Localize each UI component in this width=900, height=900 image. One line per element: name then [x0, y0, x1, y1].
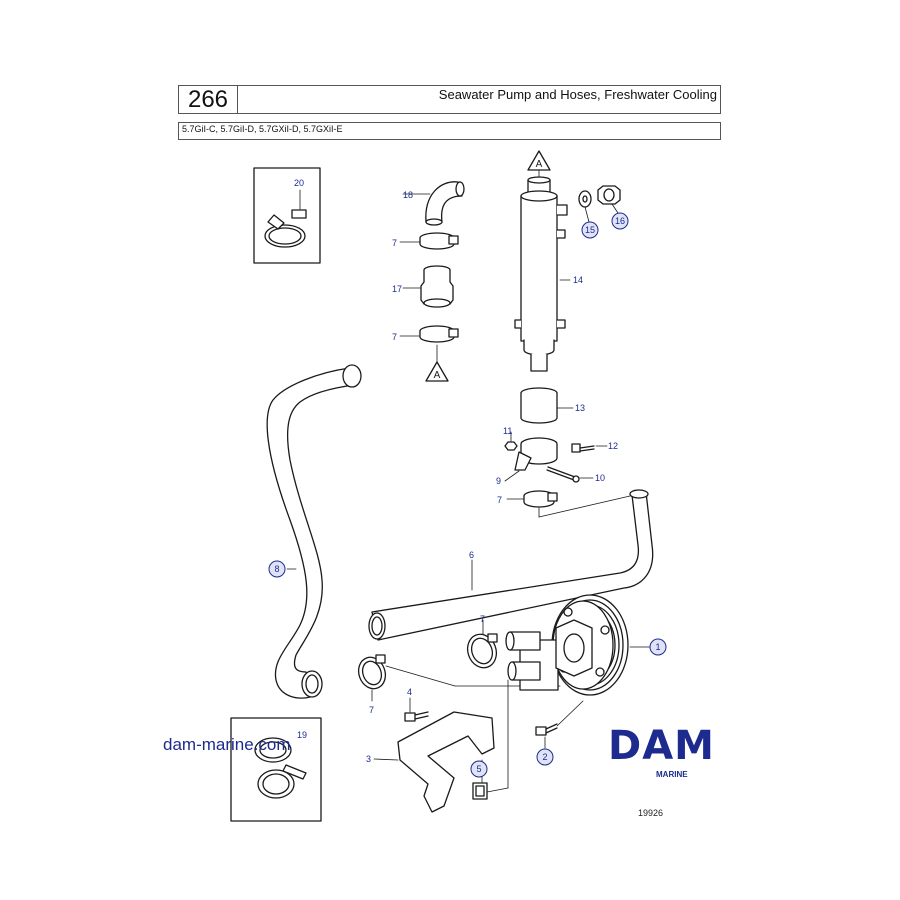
diagram-title: Seawater Pump and Hoses, Freshwater Cool… [438, 87, 717, 102]
detail-box-20 [253, 167, 321, 264]
bracket-clamp-9 [504, 437, 558, 482]
hose-clamp-detail-19 [254, 737, 307, 799]
bracket-3 [373, 711, 495, 813]
washer-15 [578, 190, 592, 223]
heat-exchanger-14 [514, 176, 571, 372]
callout-13: 13 [575, 403, 585, 413]
connector-marker-a-lower [425, 361, 449, 382]
callout-circle-5: 5 [470, 760, 488, 778]
clamp-7-cooler-lower [506, 490, 631, 518]
header-bar: 266 Seawater Pump and Hoses, Freshwater … [178, 85, 721, 114]
callout-circle-2: 2 [536, 748, 554, 766]
hose-clamp-detail-20 [264, 189, 307, 248]
model-bar: 5.7GiI-C, 5.7GiI-D, 5.7GXiI-D, 5.7GXiI-E [178, 122, 721, 140]
callout-circle-15: 15 [581, 221, 599, 239]
callout-3: 3 [366, 754, 371, 764]
callout-14: 14 [573, 275, 583, 285]
callout-2: 2 [542, 752, 547, 762]
callout-18: 18 [403, 190, 413, 200]
callout-5: 5 [476, 764, 481, 774]
page-number: 266 [179, 86, 238, 113]
callout-12: 12 [608, 441, 618, 451]
website-watermark: dam-marine.com [163, 735, 291, 754]
callout-7-d: 7 [480, 614, 485, 624]
brand-logo: DAM MARINE [608, 723, 740, 779]
connector-a-label-lower: A [434, 370, 441, 381]
callout-20: 20 [294, 178, 304, 188]
callout-4: 4 [407, 687, 412, 697]
callout-17: 17 [392, 284, 402, 294]
callout-6: 6 [469, 550, 474, 560]
connector-a-label-upper: A [536, 159, 543, 170]
clamp-7-middle [399, 325, 459, 343]
callout-circle-16: 16 [611, 212, 629, 230]
hose-elbow-18 [402, 181, 465, 226]
callout-9: 9 [496, 476, 501, 486]
callout-circle-8: 8 [268, 560, 286, 578]
seawater-pump-1 [505, 594, 651, 696]
clamp-7-upper [399, 232, 459, 250]
brand-subtitle: MARINE [656, 770, 688, 779]
callout-15: 15 [585, 225, 595, 235]
clamp-7-pump-upper [466, 619, 498, 669]
clamp-7-pump-lower [357, 654, 561, 702]
callout-7-e: 7 [369, 705, 374, 715]
screw-10 [546, 466, 594, 483]
drawing-reference-number: 19926 [638, 808, 664, 818]
callout-7-b: 7 [392, 332, 397, 342]
model-list: 5.7GiI-C, 5.7GiI-D, 5.7GXiI-D, 5.7GXiI-E [182, 124, 343, 134]
plug-16 [597, 185, 621, 214]
callout-circle-1: 1 [649, 638, 667, 656]
callout-16: 16 [615, 216, 625, 226]
hose-6 [368, 489, 654, 641]
rubber-sleeve-13 [520, 387, 574, 424]
callout-19: 19 [297, 730, 307, 740]
callout-8: 8 [274, 564, 279, 574]
callout-7-c: 7 [497, 495, 502, 505]
hose-8 [266, 364, 362, 699]
callout-1: 1 [655, 642, 660, 652]
screw-12 [571, 443, 608, 453]
callout-10: 10 [595, 473, 605, 483]
callout-11: 11 [503, 426, 512, 436]
hose-connector-17 [402, 265, 454, 308]
brand-wordmark: DAM [608, 723, 715, 769]
bolt-4 [404, 697, 429, 722]
bolt-2 [535, 700, 584, 749]
callout-7-a: 7 [392, 238, 397, 248]
nut-11 [504, 431, 518, 451]
